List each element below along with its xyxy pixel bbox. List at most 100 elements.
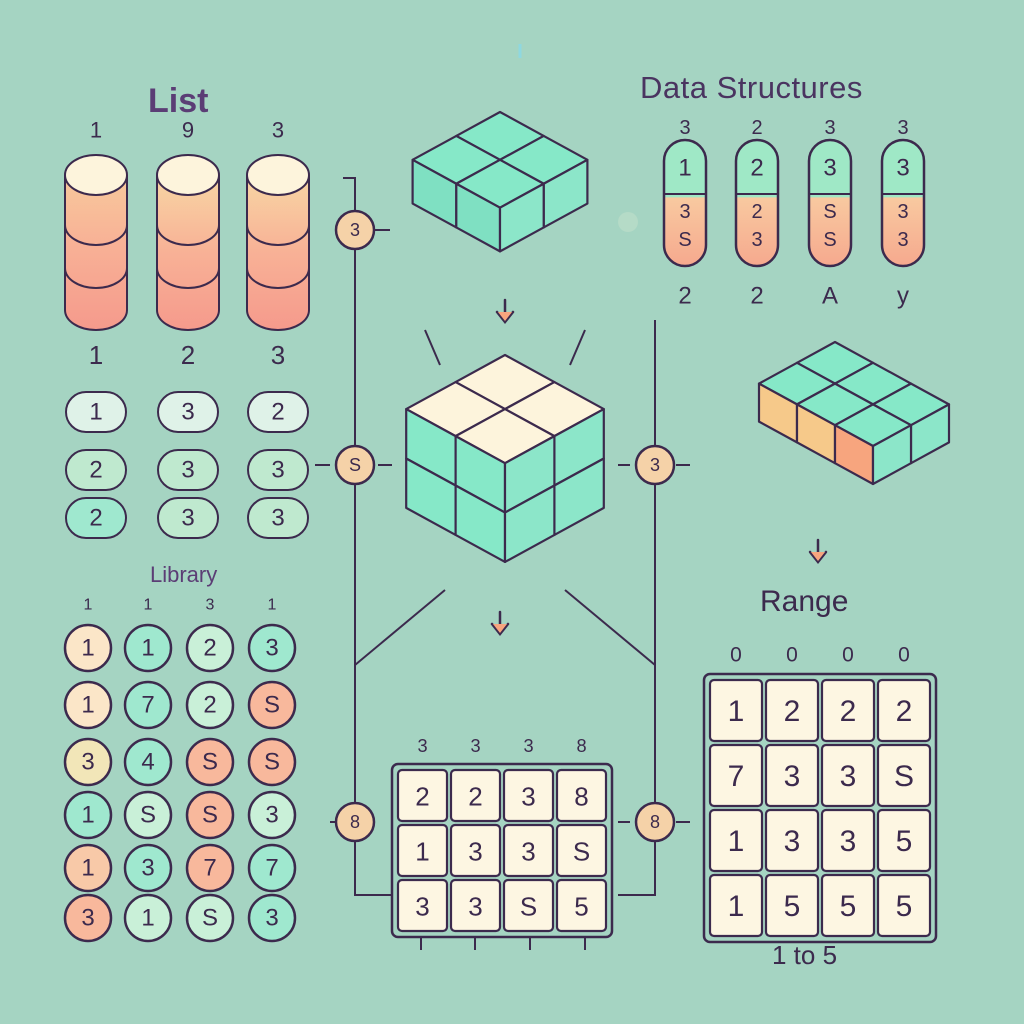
ds-top-number: 3: [679, 117, 690, 139]
connector-diag: [564, 589, 656, 666]
library-circle: [123, 737, 173, 787]
range-grid-cell-value: 5: [896, 890, 913, 923]
library-circle: [185, 893, 235, 943]
connector-line-right: [618, 320, 656, 896]
range-grid-frame: [702, 672, 938, 944]
pill-cell: [247, 449, 309, 491]
pill-cell-value: 3: [181, 505, 194, 532]
library-circle: [185, 790, 235, 840]
library-circle-value: S: [202, 905, 218, 932]
middle-grid-cell: [449, 823, 502, 878]
ds-pill-value: S: [678, 229, 691, 251]
pill-cell-value: 2: [89, 505, 102, 532]
library-circle-value: 7: [203, 855, 216, 882]
range-grid-cell-value: 1: [728, 695, 745, 728]
middle-grid-cell: [555, 768, 608, 823]
ds-top-number: 3: [824, 117, 835, 139]
library-circle: [247, 680, 297, 730]
library-circle: [63, 893, 113, 943]
cylinder-top: [156, 154, 220, 196]
pill-cell-value: 2: [271, 399, 284, 426]
library-circle-value: S: [202, 749, 218, 776]
middle-grid-cell-value: 2: [468, 782, 482, 812]
down-arrow-head: [493, 624, 507, 633]
middle-grid-cell: [502, 768, 555, 823]
library-circle: [247, 623, 297, 673]
library-circle: [63, 790, 113, 840]
list-cylinder: [156, 154, 220, 331]
cylinder-body: [156, 175, 220, 331]
range-grid-cell-value: 7: [728, 760, 745, 793]
library-circle: [247, 893, 297, 943]
pill-cell: [247, 497, 309, 539]
middle-grid-top-tick: 8: [576, 736, 586, 756]
range-grid-cell: [876, 678, 932, 743]
range-grid-cell: [820, 873, 876, 938]
library-circle-value: S: [202, 802, 218, 829]
range-grid-top-tick: 0: [786, 644, 798, 667]
range-grid-cell: [876, 873, 932, 938]
cylinder-body: [246, 175, 310, 331]
cylinder-band: [246, 267, 310, 289]
middle-grid-cell: [555, 878, 608, 933]
range-grid-cell: [876, 743, 932, 808]
library-top-tick: 1: [84, 597, 93, 614]
range-grid-cell-value: S: [894, 760, 914, 793]
range-grid-top-tick: 0: [842, 644, 854, 667]
cylinder-band: [64, 267, 128, 289]
middle-grid-top-tick: 3: [417, 736, 427, 756]
cube-center: [405, 353, 605, 564]
library-top-tick: 1: [144, 597, 153, 614]
cube-right: [757, 340, 951, 486]
range-grid-top-tick: 0: [730, 644, 742, 667]
library-circle-value: 4: [141, 749, 154, 776]
library-circle-value: 3: [81, 749, 94, 776]
range-grid-cell: [764, 678, 820, 743]
cylinder-top: [246, 154, 310, 196]
cylinder-band: [246, 224, 310, 246]
range-grid-cell: [876, 808, 932, 873]
middle-grid-cell: [449, 768, 502, 823]
ds-top-number: 3: [897, 117, 908, 139]
range-grid-cell-value: 3: [784, 760, 801, 793]
range-grid-cell-value: 1: [728, 890, 745, 923]
range-grid-cell: [764, 873, 820, 938]
middle-grid-cell-value: S: [573, 837, 590, 867]
middle-grid-cell: [502, 823, 555, 878]
pill-cell: [157, 497, 219, 539]
connector-badge-value: 3: [650, 455, 660, 475]
connector-line-left: [343, 177, 392, 896]
library-circle: [247, 737, 297, 787]
connector-diag: [424, 329, 586, 366]
pill-cell-value: 2: [89, 457, 102, 484]
range-title: Range: [760, 585, 849, 618]
ds-pill-value: S: [823, 229, 836, 251]
cylinder-band: [156, 224, 220, 246]
library-circle-value: 1: [81, 855, 94, 882]
connector-badge: [334, 801, 376, 843]
range-grid-top-tick: 0: [898, 644, 910, 667]
range-grid-cell-value: 3: [840, 825, 857, 858]
cube-side-face: [503, 484, 556, 564]
middle-grid-cell: [396, 823, 449, 878]
pill-cell: [247, 391, 309, 433]
library-circle: [185, 623, 235, 673]
ds-pill: [880, 138, 926, 268]
library-circle: [185, 737, 235, 787]
pill-cell-value: 1: [89, 399, 102, 426]
library-circle: [123, 790, 173, 840]
cube-side-face: [498, 182, 545, 253]
ds-pill-value: 3: [897, 229, 908, 251]
ds-pill-head: 2: [750, 155, 763, 182]
cylinder-band: [64, 224, 128, 246]
library-title: Library: [150, 562, 218, 587]
library-circle-value: S: [264, 692, 280, 719]
pill-cell: [157, 391, 219, 433]
ds-pill-value: 3: [751, 229, 762, 251]
range-grid-cell-value: 2: [840, 695, 857, 728]
middle-grid-frame: [390, 762, 614, 939]
library-circle-value: 1: [81, 692, 94, 719]
library-circle-value: 3: [81, 905, 94, 932]
range-caption: 1 to 5: [772, 940, 838, 970]
